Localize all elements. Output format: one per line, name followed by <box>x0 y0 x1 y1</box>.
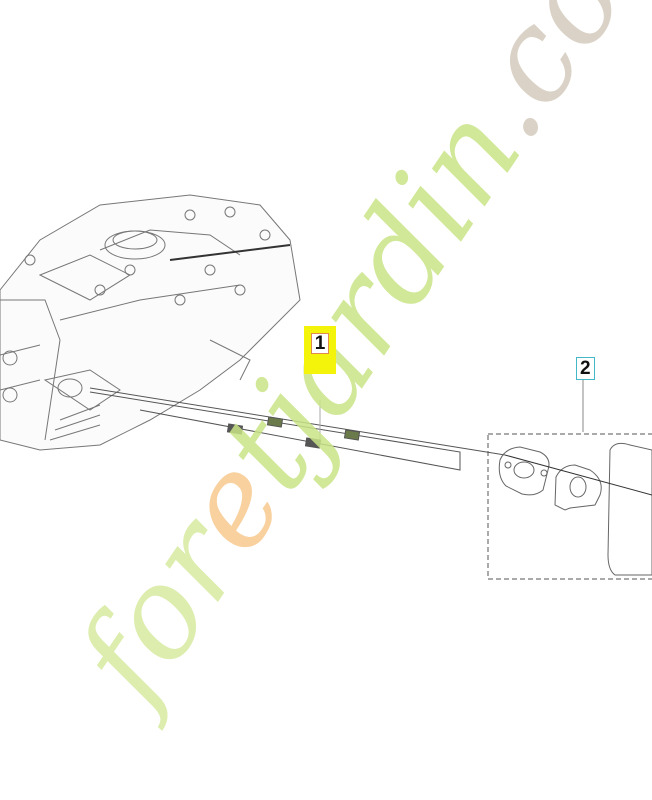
stud <box>343 429 361 441</box>
studs-assembly <box>89 387 506 471</box>
callout-2[interactable]: 2 <box>576 357 595 380</box>
stud <box>226 423 244 435</box>
stud <box>304 437 322 449</box>
stud <box>266 416 284 428</box>
callout-1[interactable]: 1 <box>304 326 336 374</box>
callout-1-label: 1 <box>310 333 330 354</box>
gasket-kit <box>487 375 652 580</box>
callout-2-label: 2 <box>580 358 591 379</box>
engine-block <box>0 194 301 451</box>
